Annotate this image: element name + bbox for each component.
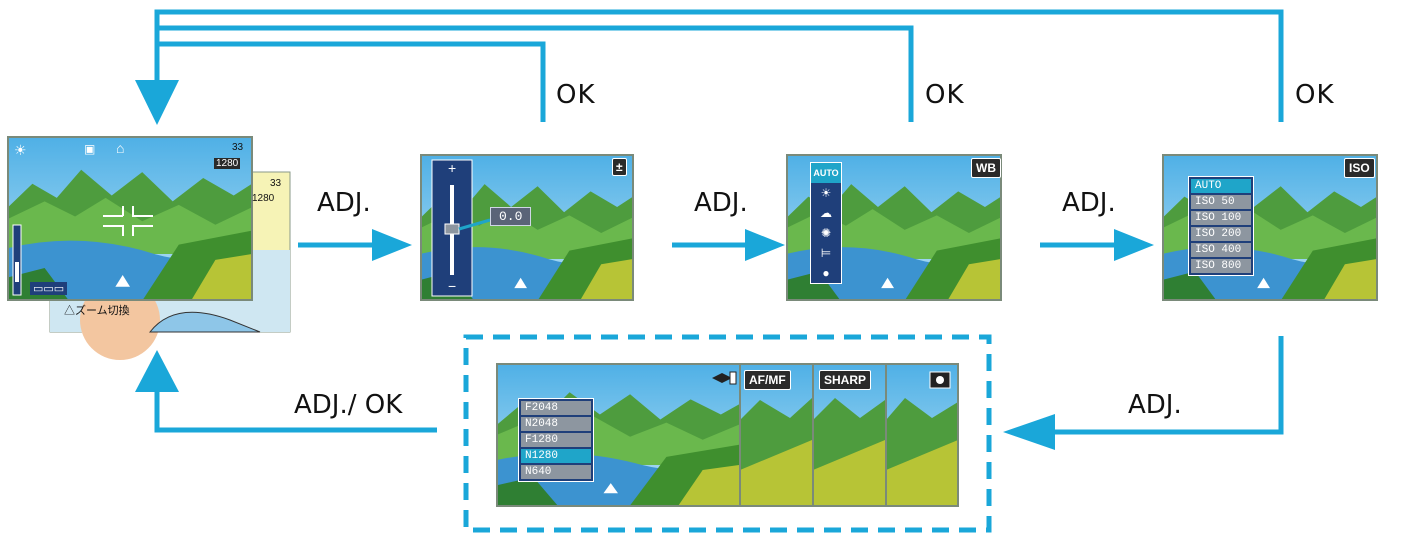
- exposure-slider: [431, 159, 491, 297]
- metering-icon: [929, 371, 951, 389]
- iso-option[interactable]: ISO 100: [1191, 211, 1251, 225]
- quality-option[interactable]: F1280: [521, 433, 591, 447]
- back-caption: △ズーム切換: [64, 305, 130, 317]
- back-resolution-indicator: 1280: [252, 193, 275, 204]
- arrowhead-up: [135, 350, 179, 392]
- ok-label-exposure: OK: [556, 80, 596, 110]
- fluorescent-icon[interactable]: ⊨: [820, 246, 832, 260]
- ok-return-line-exposure: [157, 41, 546, 122]
- arrowhead-down: [135, 80, 179, 125]
- iso-option[interactable]: ISO 50: [1191, 195, 1251, 209]
- shots-remaining: 33: [232, 142, 244, 153]
- sun-icon[interactable]: ☀: [820, 186, 832, 200]
- adj-label-1: ADJ.: [317, 188, 371, 218]
- arrowhead-left: [1003, 414, 1055, 450]
- ok-label-wb: OK: [925, 80, 965, 110]
- adj-ok-return-line: [154, 392, 437, 433]
- exposure-value: 0.0: [490, 207, 532, 226]
- quality-option[interactable]: F2048: [521, 401, 591, 415]
- quality-option[interactable]: N1280: [521, 449, 591, 463]
- flash-icon: ☀: [14, 142, 27, 158]
- adj-label-3: ADJ.: [1062, 188, 1116, 218]
- cloud-icon[interactable]: ☁: [820, 206, 832, 220]
- lamp-icon[interactable]: ✺: [820, 226, 832, 240]
- minus-sign: −: [448, 278, 457, 294]
- plus-sign: +: [448, 160, 457, 176]
- iso-option[interactable]: ISO 200: [1191, 227, 1251, 241]
- resolution-indicator: 1280: [214, 158, 241, 169]
- battery-icon: ▭▭▭: [30, 282, 68, 295]
- iso-option[interactable]: AUTO: [1191, 179, 1251, 193]
- arrowhead-right-3: [1114, 229, 1154, 261]
- wb-badge: WB: [971, 158, 1001, 178]
- iso-option[interactable]: ISO 400: [1191, 243, 1251, 257]
- exposure-badge: ±: [612, 158, 627, 176]
- sharp-badge: SHARP: [819, 370, 872, 390]
- wb-menu: AUTO ☀ ☁ ✺ ⊨ ●: [810, 162, 842, 284]
- camera-mode-icon: ⌂: [116, 140, 125, 156]
- arrowhead-right-1: [372, 229, 412, 261]
- afmf-badge: AF/MF: [744, 370, 791, 390]
- back-shots-remaining: 33: [270, 178, 282, 189]
- dashed-frame: [463, 334, 992, 533]
- adj-ok-label: ADJ./ OK: [294, 390, 403, 420]
- quality-option[interactable]: N640: [521, 465, 591, 479]
- arrowhead-right-2: [745, 229, 785, 261]
- ok-return-line-wb: [157, 25, 914, 122]
- zoom-bar: [12, 224, 22, 296]
- wb-auto-option[interactable]: AUTO: [811, 163, 841, 183]
- ok-label-iso: OK: [1295, 80, 1335, 110]
- manual-icon[interactable]: ●: [822, 266, 830, 280]
- quality-option[interactable]: N2048: [521, 417, 591, 431]
- adj-label-2: ADJ.: [694, 188, 748, 218]
- focus-frame: [103, 206, 153, 236]
- iso-badge: ISO: [1344, 158, 1375, 178]
- adj-label-4: ADJ.: [1128, 390, 1182, 420]
- quality-menu: F2048 N2048 F1280 N1280 N640: [518, 398, 594, 482]
- iso-menu: AUTO ISO 50 ISO 100 ISO 200 ISO 400 ISO …: [1188, 176, 1254, 276]
- iso-option[interactable]: ISO 800: [1191, 259, 1251, 273]
- quality-icon: [712, 371, 737, 385]
- mode-icon: ▣: [84, 142, 96, 156]
- adj-line-iso-to-menu: [1055, 336, 1284, 435]
